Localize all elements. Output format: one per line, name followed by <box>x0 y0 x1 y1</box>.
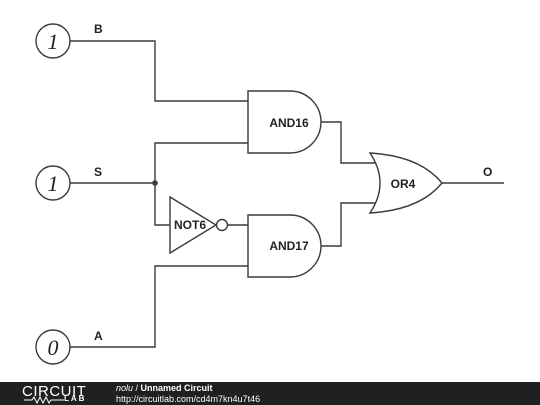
not6-gate[interactable]: NOT6 <box>169 195 229 255</box>
and17-label: AND17 <box>269 239 309 253</box>
owner-name[interactable]: nolu <box>116 383 134 393</box>
output-o-label: O <box>483 165 492 179</box>
input-a-value: 0 <box>48 335 59 360</box>
or4-body <box>368 152 443 214</box>
or4-label: OR4 <box>391 177 416 191</box>
input-a-label: A <box>94 329 103 343</box>
and16-body <box>247 90 322 154</box>
circuit-title-line: nolu / Unnamed Circuit <box>116 383 260 394</box>
circuit-url[interactable]: http://circuitlab.com/cd4m7kn4u7t46 <box>116 394 261 404</box>
and16-label: AND16 <box>269 116 309 130</box>
or4-gate[interactable]: OR4 <box>368 152 443 214</box>
input-s-circle <box>35 165 71 201</box>
not6-label: NOT6 <box>174 218 206 232</box>
wire-a <box>70 265 248 348</box>
input-b-circle <box>35 23 71 59</box>
input-s[interactable]: 1 <box>35 165 71 201</box>
and17-body <box>247 214 322 278</box>
input-a-circle <box>35 329 71 365</box>
footer-bar: CIRCUIT LAB nolu / Unnamed Circuit http:… <box>0 382 540 405</box>
input-b-value: 1 <box>48 29 59 54</box>
logo-wordmark: CIRCUIT <box>22 383 87 400</box>
junction-dot <box>152 180 158 186</box>
title-separator: / <box>133 383 141 393</box>
and17-gate[interactable]: AND17 <box>247 214 322 278</box>
input-b[interactable]: 1 <box>35 23 71 59</box>
wire-b <box>70 40 248 102</box>
input-b-label: B <box>94 22 103 36</box>
wire-and16-or4 <box>321 121 375 164</box>
circuit-info: nolu / Unnamed Circuit http://circuitlab… <box>116 383 260 405</box>
input-s-value: 1 <box>48 171 59 196</box>
circuit-title[interactable]: Unnamed Circuit <box>140 383 213 393</box>
circuitlab-logo[interactable]: CIRCUIT LAB <box>22 382 102 405</box>
wire-and17-or4 <box>321 202 375 247</box>
not6-bubble <box>215 218 229 232</box>
input-s-label: S <box>94 165 102 179</box>
wire-s-and16 <box>154 142 248 183</box>
not6-body <box>169 195 218 255</box>
and16-gate[interactable]: AND16 <box>247 90 322 154</box>
circuit-schematic: 1 B 1 S 0 A AND16 AND17 NOT6 OR4 O <box>35 22 504 365</box>
wire-s-not6 <box>154 183 170 226</box>
resistor-zigzag-icon <box>24 396 64 404</box>
input-a[interactable]: 0 <box>35 329 71 365</box>
wires <box>70 40 504 348</box>
logo-lab: LAB <box>64 394 87 403</box>
